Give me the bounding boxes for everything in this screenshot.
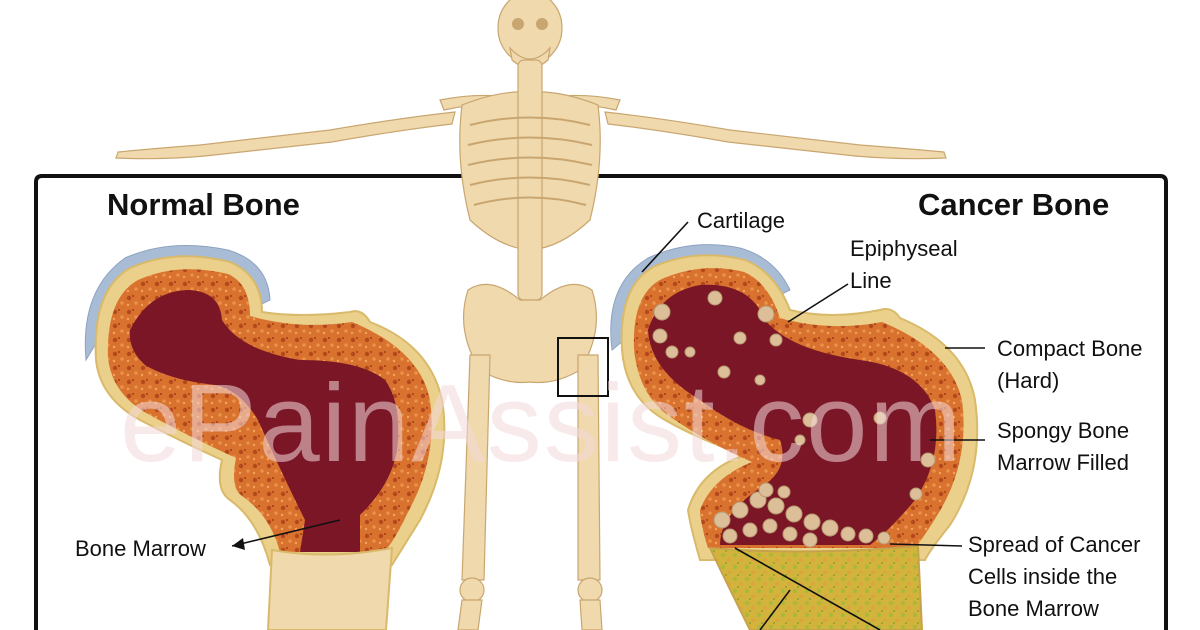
normal-bone-heading: Normal Bone [107, 187, 300, 222]
label-spongy-bone-1: Spongy Bone [997, 418, 1130, 443]
left-femur [461, 354, 491, 581]
cancer-cell-clusters [652, 290, 936, 548]
normal-shaft [266, 546, 394, 630]
left-arm [115, 111, 456, 160]
leader-spread-2 [734, 547, 881, 630]
normal-marrow [129, 290, 399, 552]
left-knee [459, 577, 485, 603]
label-compact-bone-2: (Hard) [997, 368, 1060, 393]
hip-focus-box [557, 337, 609, 397]
leader-spread-3 [759, 589, 791, 630]
left-tibia [457, 599, 483, 630]
arrowhead-bone-marrow [232, 538, 245, 550]
right-knee [577, 577, 603, 603]
label-compact-bone-1: Compact Bone [997, 336, 1143, 361]
skeleton [115, 0, 947, 630]
spine [517, 59, 543, 301]
frame-box [34, 174, 1168, 630]
ribs [467, 116, 593, 206]
label-spread-3: Bone Marrow [968, 596, 1099, 621]
leader-lines [231, 221, 985, 630]
cancer-marrow [648, 284, 937, 545]
leader-epiphyseal [787, 283, 849, 323]
label-cartilage: Cartilage [697, 208, 786, 233]
normal-bone [84, 245, 446, 630]
cancer-bone [610, 244, 979, 630]
right-arm [604, 111, 947, 160]
label-bone-marrow: Bone Marrow [75, 536, 206, 561]
leader-cartilage [641, 221, 689, 273]
skull-eye-right [536, 18, 548, 30]
watermark-text: ePainAssist.com [120, 362, 964, 485]
cancer-bone-heading: Cancer Bone [918, 187, 1110, 222]
label-spread-2: Cells inside the [968, 564, 1118, 589]
right-femur [577, 354, 601, 581]
skull [497, 0, 563, 65]
skull-eye-left [512, 18, 524, 30]
leader-bone-marrow [231, 519, 341, 547]
cancer-shaft [708, 544, 924, 630]
label-epiphyseal-line-2: Line [850, 268, 892, 293]
label-spongy-bone-2: Marrow Filled [997, 450, 1130, 475]
label-spread-1: Spread of Cancer [968, 532, 1141, 557]
label-epiphyseal-line-1: Epiphyseal [850, 236, 958, 261]
leader-spread [889, 543, 963, 547]
right-tibia [579, 599, 603, 630]
